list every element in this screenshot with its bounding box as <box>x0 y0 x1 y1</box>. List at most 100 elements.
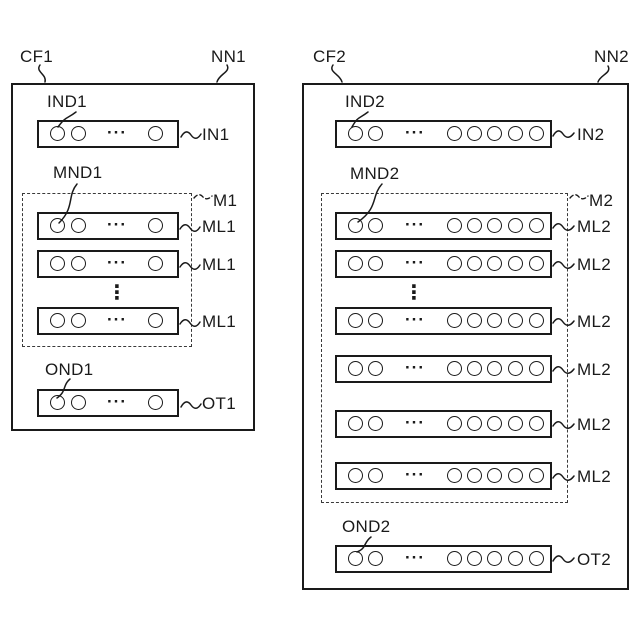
nn2-middle-layer-box-6: ··· <box>335 462 552 490</box>
label-in2: IN2 <box>577 125 605 144</box>
node-circle <box>368 126 383 141</box>
node-circle <box>348 361 363 376</box>
node-circle <box>529 361 544 376</box>
node-circle <box>529 218 544 233</box>
node-circle <box>348 468 363 483</box>
node-circle <box>348 126 363 141</box>
node-circle <box>71 218 86 233</box>
nn2-middle-layer-box-4: ··· <box>335 355 552 383</box>
label-ind1: IND1 <box>47 92 87 111</box>
label-ind2: IND2 <box>345 92 385 111</box>
node-circle <box>447 416 462 431</box>
label-in1: IN1 <box>202 125 230 144</box>
label-ml1-2: ML1 <box>202 255 236 274</box>
label-ml2-4: ML2 <box>577 360 611 379</box>
leader-cf1 <box>38 64 46 83</box>
node-circle <box>148 126 163 141</box>
label-ml2-2: ML2 <box>577 255 611 274</box>
node-circle <box>529 416 544 431</box>
node-circle <box>368 551 383 566</box>
node-circle <box>368 416 383 431</box>
row-ellipsis: ··· <box>107 310 127 329</box>
label-ot2: OT2 <box>577 550 611 569</box>
node-circle <box>368 256 383 271</box>
node-circle <box>148 256 163 271</box>
node-circle <box>71 256 86 271</box>
node-circle <box>447 256 462 271</box>
node-circle <box>529 256 544 271</box>
node-circle <box>529 551 544 566</box>
node-circle <box>447 468 462 483</box>
nn1-middle-layer-box-1: ··· <box>37 212 179 240</box>
label-nn2: NN2 <box>594 47 629 66</box>
node-circle <box>508 551 523 566</box>
node-circle <box>148 313 163 328</box>
label-ond2: OND2 <box>342 517 391 536</box>
label-ot1: OT1 <box>202 394 236 413</box>
row-ellipsis: ··· <box>107 253 127 272</box>
nn1-output-layer-box: ··· <box>37 389 179 417</box>
label-ml1-3: ML1 <box>202 312 236 331</box>
m2-group-dashed-box <box>321 193 568 503</box>
node-circle <box>447 313 462 328</box>
node-circle <box>467 218 482 233</box>
row-ellipsis: ··· <box>405 215 425 234</box>
node-circle <box>50 395 65 410</box>
nn2-middle-layer-box-3: ··· <box>335 307 552 335</box>
label-ml2-3: ML2 <box>577 312 611 331</box>
node-circle <box>508 416 523 431</box>
node-circle <box>348 551 363 566</box>
node-circle <box>467 416 482 431</box>
node-circle <box>148 218 163 233</box>
node-circle <box>487 313 502 328</box>
node-circle <box>467 551 482 566</box>
node-circle <box>348 256 363 271</box>
row-ellipsis: ··· <box>405 358 425 377</box>
node-circle <box>368 218 383 233</box>
node-circle <box>508 313 523 328</box>
node-circle <box>467 313 482 328</box>
node-circle <box>467 126 482 141</box>
node-circle <box>508 256 523 271</box>
node-circle <box>148 395 163 410</box>
label-mnd1: MND1 <box>53 163 103 182</box>
nn2-middle-layer-box-1: ··· <box>335 212 552 240</box>
node-circle <box>50 256 65 271</box>
node-circle <box>487 416 502 431</box>
nn2-outer-box <box>302 83 629 590</box>
row-ellipsis: ··· <box>405 310 425 329</box>
leader-cf2 <box>331 64 343 83</box>
label-ml1-1: ML1 <box>202 217 236 236</box>
node-circle <box>487 361 502 376</box>
node-circle <box>368 313 383 328</box>
row-ellipsis: ··· <box>107 123 127 142</box>
node-circle <box>529 313 544 328</box>
row-ellipsis: ··· <box>107 392 127 411</box>
label-cf1: CF1 <box>20 47 54 66</box>
node-circle <box>508 361 523 376</box>
label-m1: M1 <box>213 191 238 210</box>
node-circle <box>508 218 523 233</box>
node-circle <box>50 218 65 233</box>
nn1-middle-layer-box-2: ··· <box>37 250 179 278</box>
label-cf2: CF2 <box>313 47 347 66</box>
label-nn1: NN1 <box>211 47 246 66</box>
node-circle <box>348 416 363 431</box>
label-ml2-5: ML2 <box>577 415 611 434</box>
node-circle <box>50 313 65 328</box>
node-circle <box>487 551 502 566</box>
node-circle <box>487 126 502 141</box>
node-circle <box>467 361 482 376</box>
m1-group-dashed-box <box>22 193 192 347</box>
node-circle <box>71 126 86 141</box>
node-circle <box>71 395 86 410</box>
nn2-output-layer-box: ··· <box>335 545 552 573</box>
nn1-input-layer-box: ··· <box>37 120 179 148</box>
node-circle <box>71 313 86 328</box>
label-ml2-6: ML2 <box>577 467 611 486</box>
node-circle <box>50 126 65 141</box>
label-ond1: OND1 <box>45 360 94 379</box>
node-circle <box>467 468 482 483</box>
label-mnd2: MND2 <box>350 164 400 183</box>
